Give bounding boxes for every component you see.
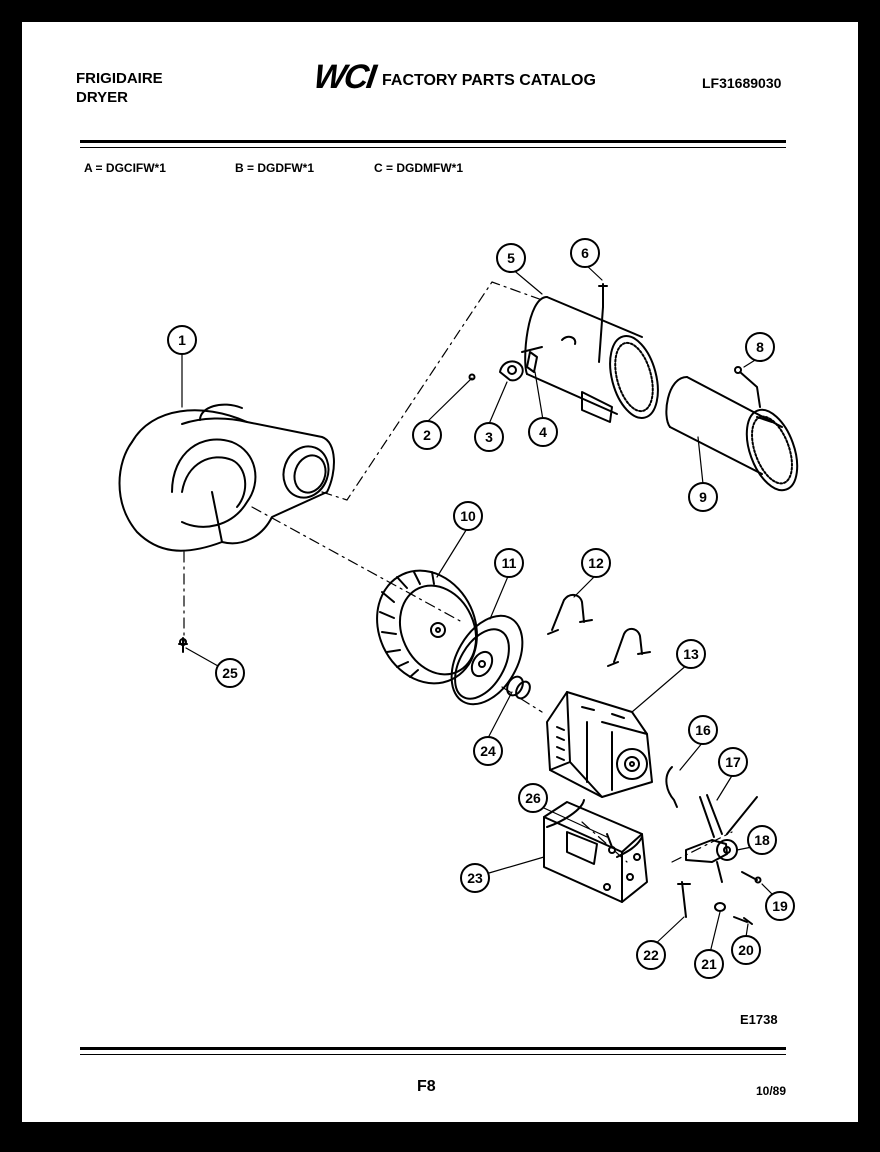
svg-text:17: 17: [725, 754, 741, 770]
callout-18: 18: [747, 825, 777, 855]
svg-text:3: 3: [485, 429, 493, 445]
header-rule-top: [80, 140, 786, 143]
catalog-title: FACTORY PARTS CATALOG: [382, 72, 596, 89]
svg-text:26: 26: [525, 790, 541, 806]
exploded-parts-diagram: 1 2 3 4 5 6 8 9 10 11 12 13 16 17 18 19 …: [118, 238, 799, 979]
svg-text:23: 23: [467, 870, 483, 886]
appliance-type: DRYER: [76, 89, 128, 106]
callout-22: 22: [636, 940, 666, 970]
callout-8: 8: [745, 332, 775, 362]
screw-8: [734, 366, 761, 408]
svg-text:13: 13: [683, 646, 699, 662]
motor-clamps: [547, 594, 651, 667]
svg-text:5: 5: [507, 250, 515, 266]
svg-text:1: 1: [178, 332, 186, 348]
small-hardware: [677, 871, 762, 925]
callout-9: 9: [688, 482, 718, 512]
duct-extension: [665, 376, 799, 492]
callout-25: 25: [215, 658, 245, 688]
svg-text:18: 18: [754, 832, 770, 848]
leader-lines: [181, 263, 778, 958]
motor-mount: [543, 799, 648, 903]
svg-text:9: 9: [699, 489, 707, 505]
callout-5: 5: [496, 243, 526, 273]
callout-20: 20: [731, 935, 761, 965]
svg-text:22: 22: [643, 947, 659, 963]
clip: [665, 766, 678, 808]
callout-16: 16: [688, 715, 718, 745]
screw-6: [598, 283, 608, 363]
header-rule-bottom: [80, 147, 786, 148]
model-b: B = DGDFW*1: [235, 161, 315, 175]
callout-3: 3: [474, 422, 504, 452]
svg-text:11: 11: [502, 555, 517, 571]
diagram-code: E1738: [740, 1012, 778, 1027]
exhaust-duct: [524, 296, 659, 423]
screw-26: [606, 833, 616, 854]
svg-text:21: 21: [701, 956, 717, 972]
seal-plate: [450, 614, 524, 706]
page-number: F8: [417, 1078, 436, 1095]
callout-4: 4: [528, 417, 558, 447]
svg-text:2: 2: [423, 427, 431, 443]
svg-text:20: 20: [738, 942, 754, 958]
svg-text:8: 8: [756, 339, 764, 355]
svg-text:24: 24: [480, 743, 496, 759]
svg-text:12: 12: [588, 555, 604, 571]
callout-11: 11: [494, 548, 524, 578]
footer-rule-top: [80, 1047, 786, 1050]
catalog-number: LF31689030: [702, 75, 782, 91]
idler-assembly: [685, 794, 758, 883]
revision-date: 10/89: [756, 1084, 787, 1098]
svg-text:16: 16: [695, 722, 711, 738]
model-c: C = DGDMFW*1: [374, 161, 464, 175]
callout-23: 23: [460, 863, 490, 893]
svg-text:19: 19: [772, 898, 788, 914]
callout-10: 10: [453, 501, 483, 531]
callout-6: 6: [570, 238, 600, 268]
screw-25: [178, 637, 188, 653]
callout-17: 17: [718, 747, 748, 777]
brand-name: FRIGIDAIRE: [76, 70, 163, 87]
svg-text:10: 10: [460, 508, 476, 524]
callout-13: 13: [676, 639, 706, 669]
svg-text:4: 4: [539, 424, 547, 440]
callout-12: 12: [581, 548, 611, 578]
callout-1: 1: [167, 325, 197, 355]
callout-26: 26: [518, 783, 548, 813]
callout-19: 19: [765, 891, 795, 921]
svg-text:6: 6: [581, 245, 589, 261]
model-a: A = DGCIFW*1: [84, 161, 166, 175]
drive-motor: [546, 691, 653, 798]
blower-housing: [118, 403, 335, 552]
bearing: [506, 675, 531, 700]
callout-2: 2: [412, 420, 442, 450]
catalog-page: FRIGIDAIRE DRYER WCI FACTORY PARTS CATAL…: [22, 22, 858, 1122]
footer-rule-bottom: [80, 1054, 786, 1055]
callout-24: 24: [473, 736, 503, 766]
svg-text:25: 25: [222, 665, 238, 681]
callout-21: 21: [694, 949, 724, 979]
